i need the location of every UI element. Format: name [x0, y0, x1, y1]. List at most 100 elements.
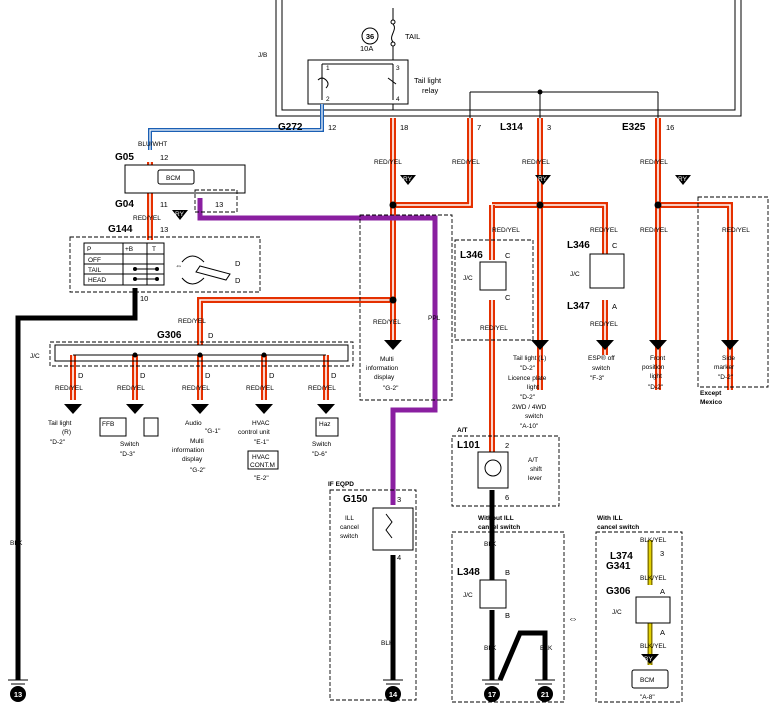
svg-text:B: B	[505, 568, 510, 577]
fuse-rating: 10A	[360, 44, 373, 53]
svg-text:"E-1": "E-1"	[254, 439, 269, 446]
conn-g04-pin: 11	[160, 200, 168, 209]
svg-text:C: C	[505, 293, 511, 302]
conn-l346a: L346	[460, 250, 483, 261]
svg-text:BLK/YEL: BLK/YEL	[640, 537, 667, 544]
conn-e325-pin: 16	[666, 123, 674, 132]
svg-text:RED/YEL: RED/YEL	[246, 385, 274, 392]
svg-text:position: position	[642, 364, 665, 371]
label-redyel-l346b: RED/YEL	[590, 227, 618, 234]
svg-text:"D-2": "D-2"	[520, 394, 536, 401]
svg-text:Mexico: Mexico	[700, 399, 722, 406]
svg-text:RED/YEL: RED/YEL	[480, 325, 508, 332]
note-with-ill: With ILL	[597, 515, 623, 522]
svg-text:lever: lever	[528, 475, 543, 482]
conn-g04: G04	[115, 199, 134, 210]
load-switch-1: Switch	[120, 441, 140, 448]
conn-e325: E325	[622, 122, 646, 133]
svg-text:BY: BY	[644, 656, 653, 663]
svg-text:RED/YEL: RED/YEL	[590, 321, 618, 328]
svg-text:"D-2": "D-2"	[718, 374, 734, 381]
svg-text:2WD / 4WD: 2WD / 4WD	[512, 404, 547, 411]
conn-g05-pin: 12	[160, 153, 168, 162]
label-redyel-g306: RED/YEL	[178, 318, 206, 325]
swap-arrow-icon: ⇔	[568, 614, 578, 625]
relay-pin-4: 4	[396, 96, 400, 103]
svg-text:"F-3": "F-3"	[590, 375, 605, 382]
relay-pin-3: 3	[396, 65, 400, 72]
note-if-eqpd: IF EQPD	[328, 481, 354, 488]
lighting-switch: P +B T OFF TAIL HEAD ⇔ DD 10	[69, 236, 261, 303]
svg-text:OFF: OFF	[88, 257, 101, 264]
load-hvac: HVAC	[252, 420, 270, 427]
conn-pin13: 13	[215, 200, 223, 209]
svg-text:T: T	[152, 246, 156, 253]
bcm-label: BCM	[166, 175, 180, 182]
conn-g306-pin: D	[208, 331, 214, 340]
conn-l348: L348	[457, 567, 480, 578]
svg-text:"G-2": "G-2"	[190, 467, 206, 474]
label-redyel-g04: RED/YEL	[133, 215, 161, 222]
relay-pin-2: 2	[326, 96, 330, 103]
svg-text:cancel: cancel	[340, 524, 359, 531]
jc-g306	[49, 341, 354, 367]
svg-text:BLK/YEL: BLK/YEL	[640, 643, 667, 650]
label-blk-g150: BLK	[381, 640, 394, 647]
svg-text:J/C: J/C	[570, 271, 580, 278]
svg-text:"A-10": "A-10"	[520, 423, 539, 430]
svg-text:RED/YEL: RED/YEL	[182, 385, 210, 392]
svg-text:17: 17	[488, 690, 496, 699]
jc-label-1: J/C	[30, 353, 40, 360]
svg-text:A: A	[612, 302, 617, 311]
wire-ppl: PPL	[428, 315, 441, 322]
jb-label: J/B	[258, 52, 267, 59]
svg-text:A: A	[660, 587, 665, 596]
svg-text:cancel switch: cancel switch	[597, 524, 639, 531]
grounds: 13 14 17 21	[8, 679, 555, 702]
svg-text:J/C: J/C	[463, 275, 473, 282]
svg-text:"G-1": "G-1"	[205, 428, 221, 435]
svg-text:"D-2": "D-2"	[648, 384, 664, 391]
svg-text:RY: RY	[175, 211, 185, 218]
load-front-position: Front	[650, 355, 665, 362]
load-side-marker: Side	[722, 355, 735, 362]
svg-text:+B: +B	[125, 246, 133, 253]
load-esp: ESP® off	[588, 354, 615, 362]
conn-pin18: 18	[400, 123, 408, 132]
svg-text:"D-6": "D-6"	[312, 451, 328, 458]
svg-text:D: D	[331, 371, 337, 380]
load-tail-l: Tail light (L)	[513, 355, 546, 362]
svg-text:(R): (R)	[62, 429, 71, 436]
svg-text:information: information	[366, 365, 399, 372]
svg-text:switch: switch	[340, 533, 358, 540]
svg-text:RY: RY	[403, 176, 413, 183]
svg-text:Licence plate: Licence plate	[508, 375, 547, 382]
svg-text:RY: RY	[678, 176, 688, 183]
svg-text:C: C	[612, 241, 618, 250]
wire-blu-wht: BLU/WHT	[138, 141, 167, 148]
conn-g341: G341	[606, 561, 631, 572]
svg-text:3: 3	[397, 495, 401, 504]
svg-text:14: 14	[389, 690, 398, 699]
conn-pin10: 10	[140, 294, 148, 303]
conn-g150: G150	[343, 494, 368, 505]
svg-text:Multi: Multi	[190, 438, 204, 445]
svg-text:RY: RY	[538, 176, 548, 183]
conn-g306b: G306	[606, 586, 631, 597]
load-tail-r: Tail light	[48, 420, 72, 427]
svg-text:C: C	[505, 251, 511, 260]
fuse-number: 36	[366, 32, 374, 41]
conn-l346b: L346	[567, 240, 590, 251]
svg-text:switch: switch	[592, 365, 610, 372]
load-at-shift: A/T	[528, 457, 538, 464]
svg-text:"D-2": "D-2"	[520, 365, 536, 372]
svg-text:3: 3	[660, 549, 664, 558]
svg-text:D: D	[235, 276, 241, 285]
conn-l314-pin: 3	[547, 123, 551, 132]
label-redyel-2: RED/YEL	[452, 159, 480, 166]
svg-text:BLK: BLK	[540, 645, 553, 652]
junction-block-frame: J/B	[258, 0, 742, 117]
label-redyel-mid: RED/YEL	[373, 319, 401, 326]
